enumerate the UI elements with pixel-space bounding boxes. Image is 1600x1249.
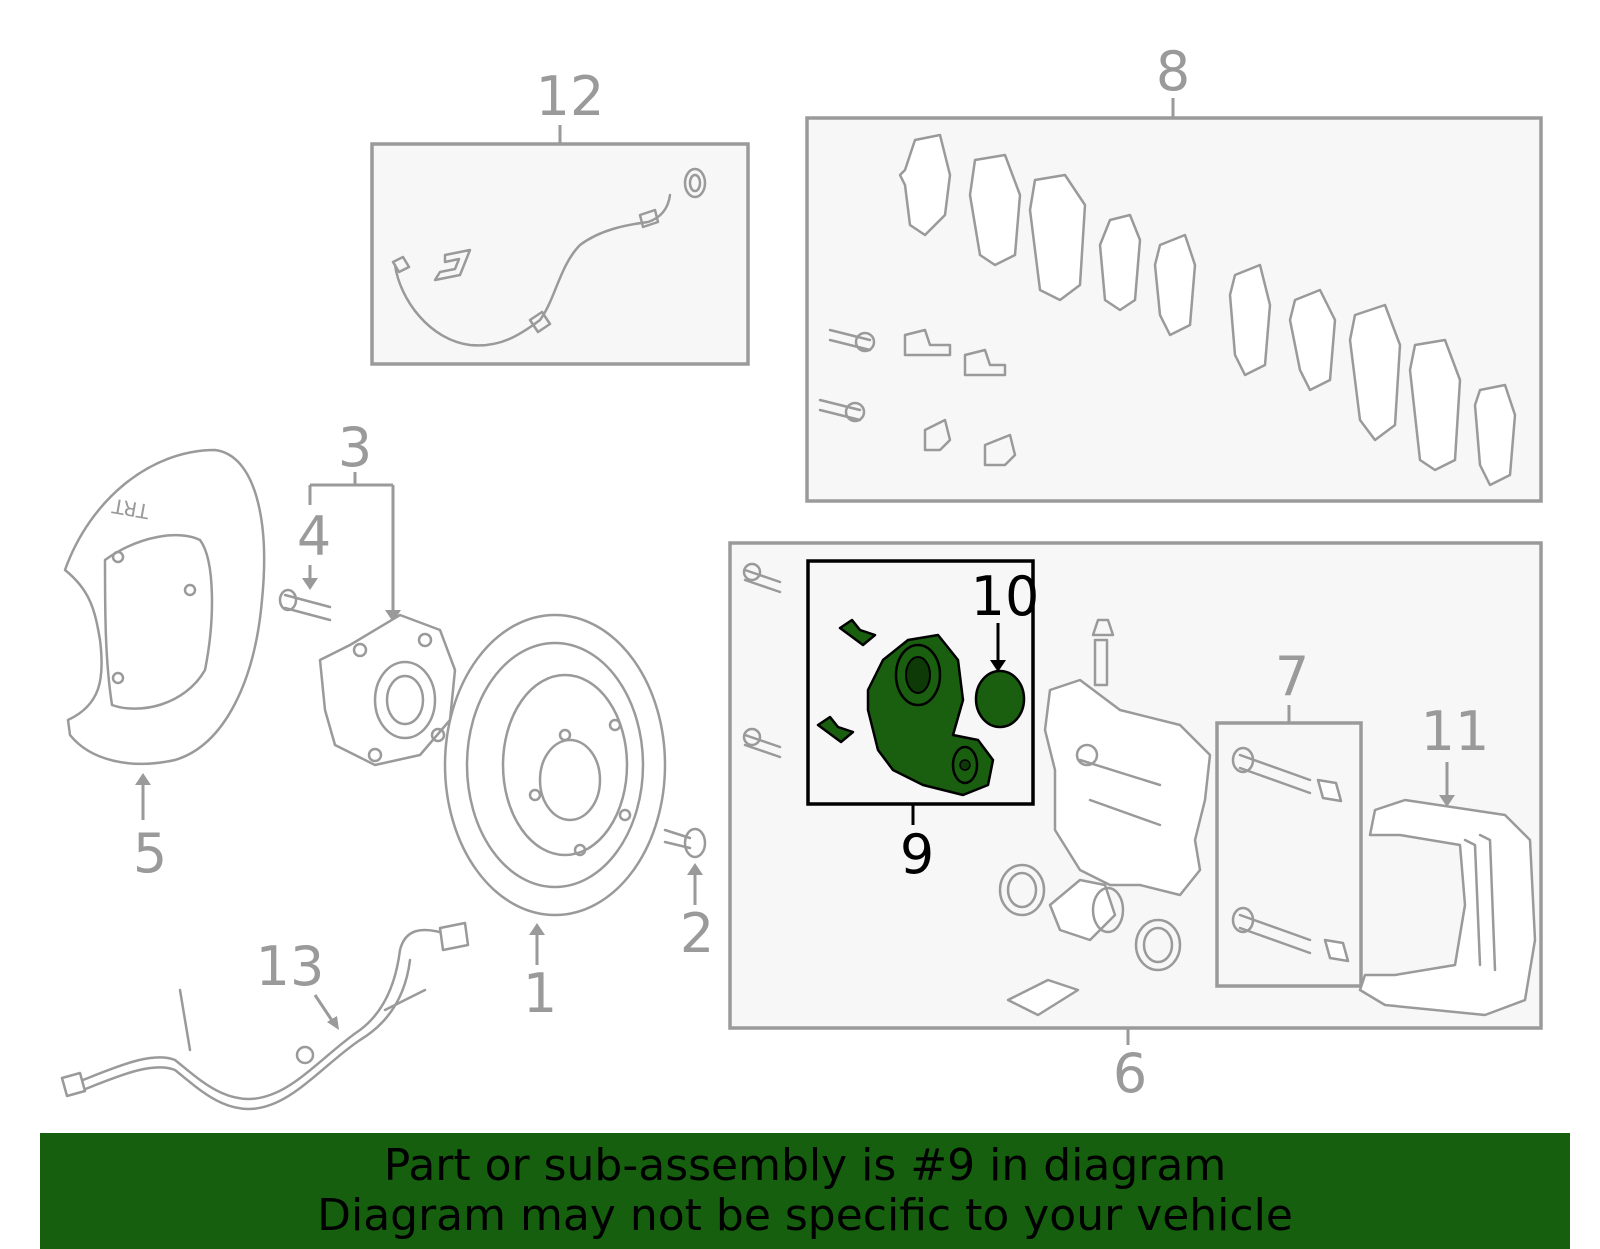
callout-3: 3: [338, 416, 372, 479]
group-box-7: [1215, 705, 1363, 988]
part-splash-shield: TRT: [63, 448, 266, 766]
group-box-8: [805, 98, 1543, 503]
part-9-parking-brake-motor: [816, 618, 995, 797]
callout-11: 11: [1421, 700, 1490, 763]
callout-13: 13: [256, 935, 325, 998]
banner-line-2: Diagram may not be specific to your vehi…: [317, 1190, 1293, 1241]
part-hub-bearing: [318, 613, 457, 767]
callout-8: 8: [1156, 40, 1190, 103]
callout-1: 1: [523, 962, 557, 1025]
callout-2: 2: [680, 902, 714, 965]
part-caliper-bracket: [1358, 798, 1537, 1017]
part-10-seal: [974, 669, 1026, 729]
callout-12: 12: [536, 65, 605, 128]
group-box-12: [370, 125, 750, 366]
part-hub-bolt: [278, 588, 332, 622]
callout-6: 6: [1113, 1042, 1147, 1105]
callout-7: 7: [1275, 645, 1309, 708]
banner-line-1: Part or sub-assembly is #9 in diagram: [383, 1140, 1227, 1191]
callout-10: 10: [971, 565, 1040, 628]
group-box-9: [806, 559, 1035, 806]
part-abs-wire-harness: [60, 921, 470, 1111]
callout-9: 9: [900, 823, 934, 886]
part-rotor-screw: [663, 827, 707, 859]
info-banner: Part or sub-assembly is #9 in diagram Di…: [40, 1133, 1570, 1249]
callout-4: 4: [297, 505, 331, 568]
callout-5: 5: [133, 822, 167, 885]
part-brake-rotor: [443, 613, 667, 917]
